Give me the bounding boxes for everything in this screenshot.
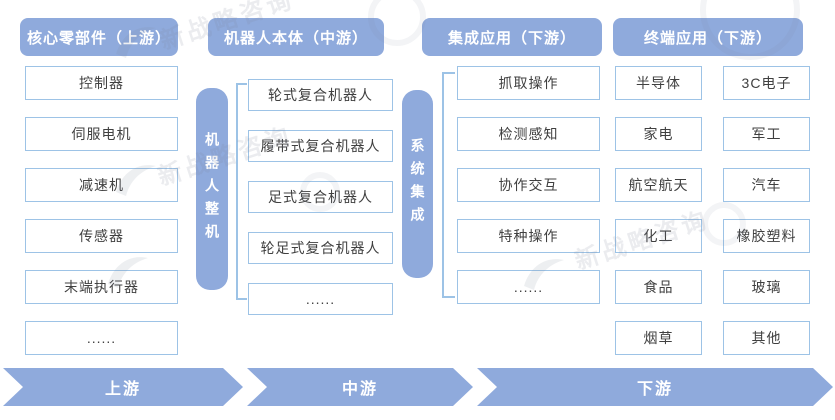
- midstream-robot-types-list: 轮式复合机器人 履带式复合机器人 足式复合机器人 轮足式复合机器人 ......: [248, 79, 393, 315]
- header-integrated-application-downstream: 集成应用（下游）: [422, 18, 602, 56]
- list-item-other: 其他: [723, 321, 810, 355]
- terminal-applications-right-list: 3C电子 军工 汽车 橡胶塑料 玻璃 其他: [723, 66, 810, 355]
- header-robot-body-midstream: 机器人本体（中游）: [208, 18, 384, 56]
- system-integration-bar: 系统集成: [402, 90, 433, 278]
- list-item-ellipsis: ......: [25, 321, 178, 355]
- list-item-glass: 玻璃: [723, 270, 810, 304]
- list-item-sensor: 传感器: [25, 219, 178, 253]
- header-terminal-application-downstream: 终端应用（下游）: [613, 18, 803, 56]
- terminal-applications-left-list: 半导体 家电 航空航天 化工 食品 烟草: [615, 66, 702, 355]
- flow-arrow-upstream: 上游: [3, 368, 243, 406]
- list-item-legged-robot: 足式复合机器人: [248, 181, 393, 213]
- header-core-components-upstream: 核心零部件（上游）: [20, 18, 178, 56]
- list-item-3c-electronics: 3C电子: [723, 66, 810, 100]
- upstream-components-list: 控制器 伺服电机 减速机 传感器 末端执行器 ......: [25, 66, 178, 355]
- list-item-rubber-plastic: 橡胶塑料: [723, 219, 810, 253]
- list-item-detection-perception: 检测感知: [457, 117, 600, 151]
- list-item-chemical: 化工: [615, 219, 702, 253]
- list-item-grasping-operation: 抓取操作: [457, 66, 600, 100]
- integration-group-bracket: [442, 72, 455, 298]
- list-item-military: 军工: [723, 117, 810, 151]
- list-item-tracked-robot: 履带式复合机器人: [248, 130, 393, 162]
- list-item-ellipsis: ......: [457, 270, 600, 304]
- flow-arrow-midstream: 中游: [247, 368, 473, 406]
- list-item-collaborative-interaction: 协作交互: [457, 168, 600, 202]
- robot-complete-machine-bar: 机器人整机: [196, 88, 228, 290]
- list-item-end-effector: 末端执行器: [25, 270, 178, 304]
- list-item-special-operation: 特种操作: [457, 219, 600, 253]
- list-item-ellipsis: ......: [248, 283, 393, 315]
- midstream-group-bracket: [236, 83, 247, 300]
- list-item-automobile: 汽车: [723, 168, 810, 202]
- integration-applications-list: 抓取操作 检测感知 协作交互 特种操作 ......: [457, 66, 600, 304]
- list-item-reducer: 减速机: [25, 168, 178, 202]
- list-item-servo-motor: 伺服电机: [25, 117, 178, 151]
- list-item-tobacco: 烟草: [615, 321, 702, 355]
- list-item-controller: 控制器: [25, 66, 178, 100]
- list-item-food: 食品: [615, 270, 702, 304]
- list-item-wheel-legged-robot: 轮足式复合机器人: [248, 232, 393, 264]
- list-item-semiconductor: 半导体: [615, 66, 702, 100]
- list-item-aerospace: 航空航天: [615, 168, 702, 202]
- list-item-home-appliance: 家电: [615, 117, 702, 151]
- list-item-wheeled-robot: 轮式复合机器人: [248, 79, 393, 111]
- flow-arrow-downstream: 下游: [477, 368, 833, 406]
